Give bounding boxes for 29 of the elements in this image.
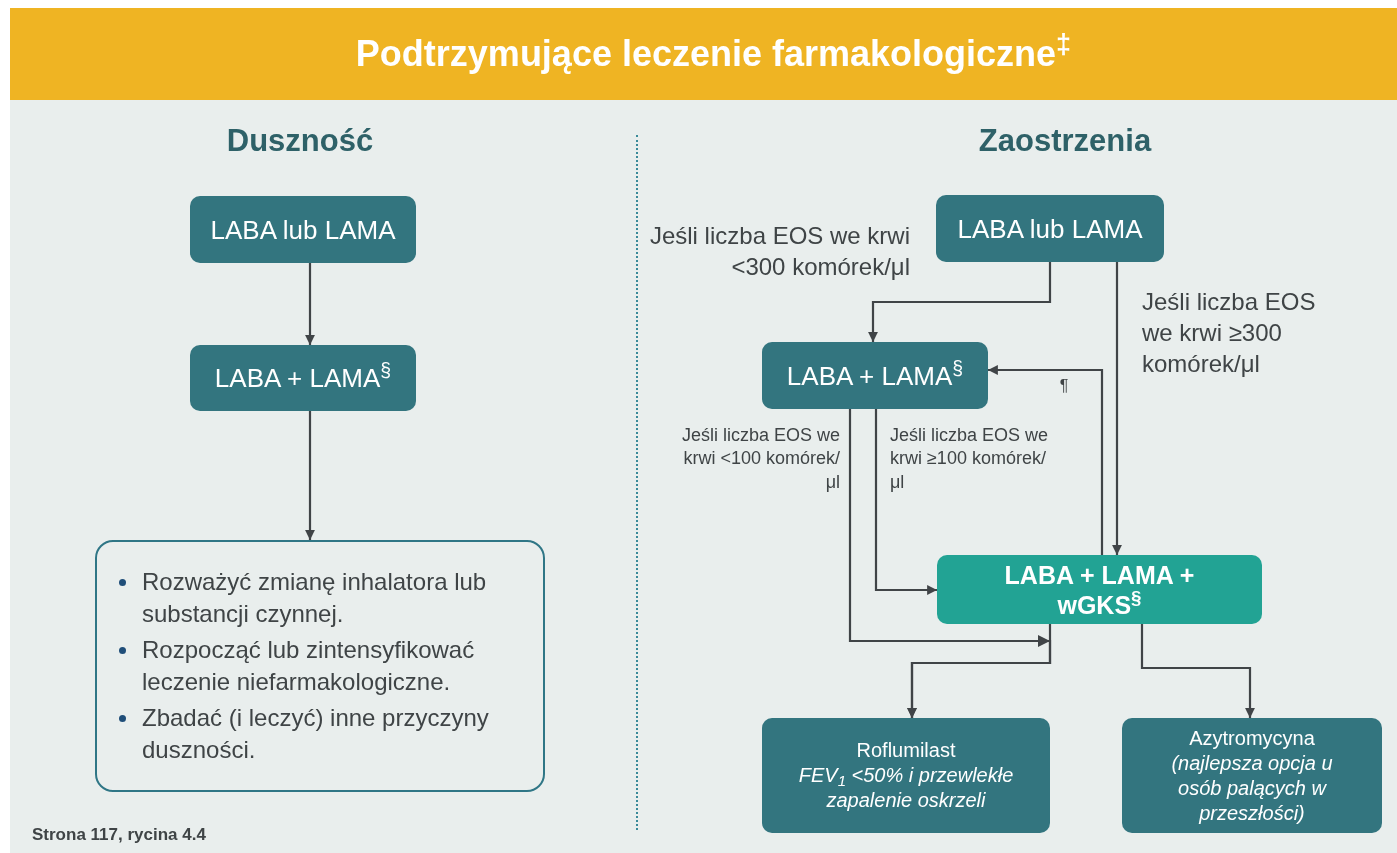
- section-heading: Zaostrzenia: [977, 122, 1153, 160]
- bullet-text: Rozpocząć lub zintensyfikować leczenie niefarmakologiczne.: [142, 635, 476, 697]
- process-box: [190, 196, 416, 263]
- box-label: LABA + LAMA + wGKS$^{§}$: [1003, 559, 1196, 620]
- edge-label: Jeśli liczba EOS we krwi ≥100 komórek/μl: [890, 424, 1050, 494]
- process-box: [936, 195, 1164, 262]
- box-label: LABA lub LAMA: [210, 214, 396, 245]
- edge-label: ¶: [1058, 376, 1070, 396]
- process-box: [1122, 718, 1382, 833]
- title: Podtrzymujące leczenie farmakologiczne$^{‡}$: [354, 27, 1072, 76]
- process-box: [190, 345, 416, 411]
- edge-label: Jeśli liczba EOS we krwi <100 komórek/μl: [680, 424, 840, 494]
- box-label: LABA + LAMA$^{§}$: [786, 360, 964, 391]
- box-label: LABA lub LAMA: [957, 213, 1143, 244]
- drug-note: (najlepsza opcja u osób palących w przeszłości): [1170, 750, 1334, 826]
- section-heading: Duszność: [225, 122, 375, 160]
- process-box: [762, 718, 1050, 833]
- bullet-text: Rozważyć zmianę inhalatora lub substancji czynnej.: [142, 567, 488, 629]
- box-label: LABA + LAMA$^{§}$: [214, 363, 392, 393]
- caption: Strona 117, rycina 4.4: [32, 824, 206, 846]
- edge-label: Jeśli liczba EOS we krwi ≥300 komórek/μl: [1142, 287, 1317, 380]
- bullet-text: Zbadać (i leczyć) inne przyczyny duszności.: [142, 703, 490, 765]
- note-box: [95, 540, 545, 792]
- process-box: [762, 342, 988, 409]
- process-box: [937, 555, 1262, 624]
- drug-name: Roflumilast: [856, 738, 956, 763]
- drug-note: FEV$_{1}$ <50% i przewlekłe zapalenie oskrzeli: [797, 763, 1015, 813]
- edge-label: Jeśli liczba EOS we krwi <300 komórek/μl: [648, 221, 910, 283]
- drug-name: Azytromycyna: [1189, 725, 1315, 751]
